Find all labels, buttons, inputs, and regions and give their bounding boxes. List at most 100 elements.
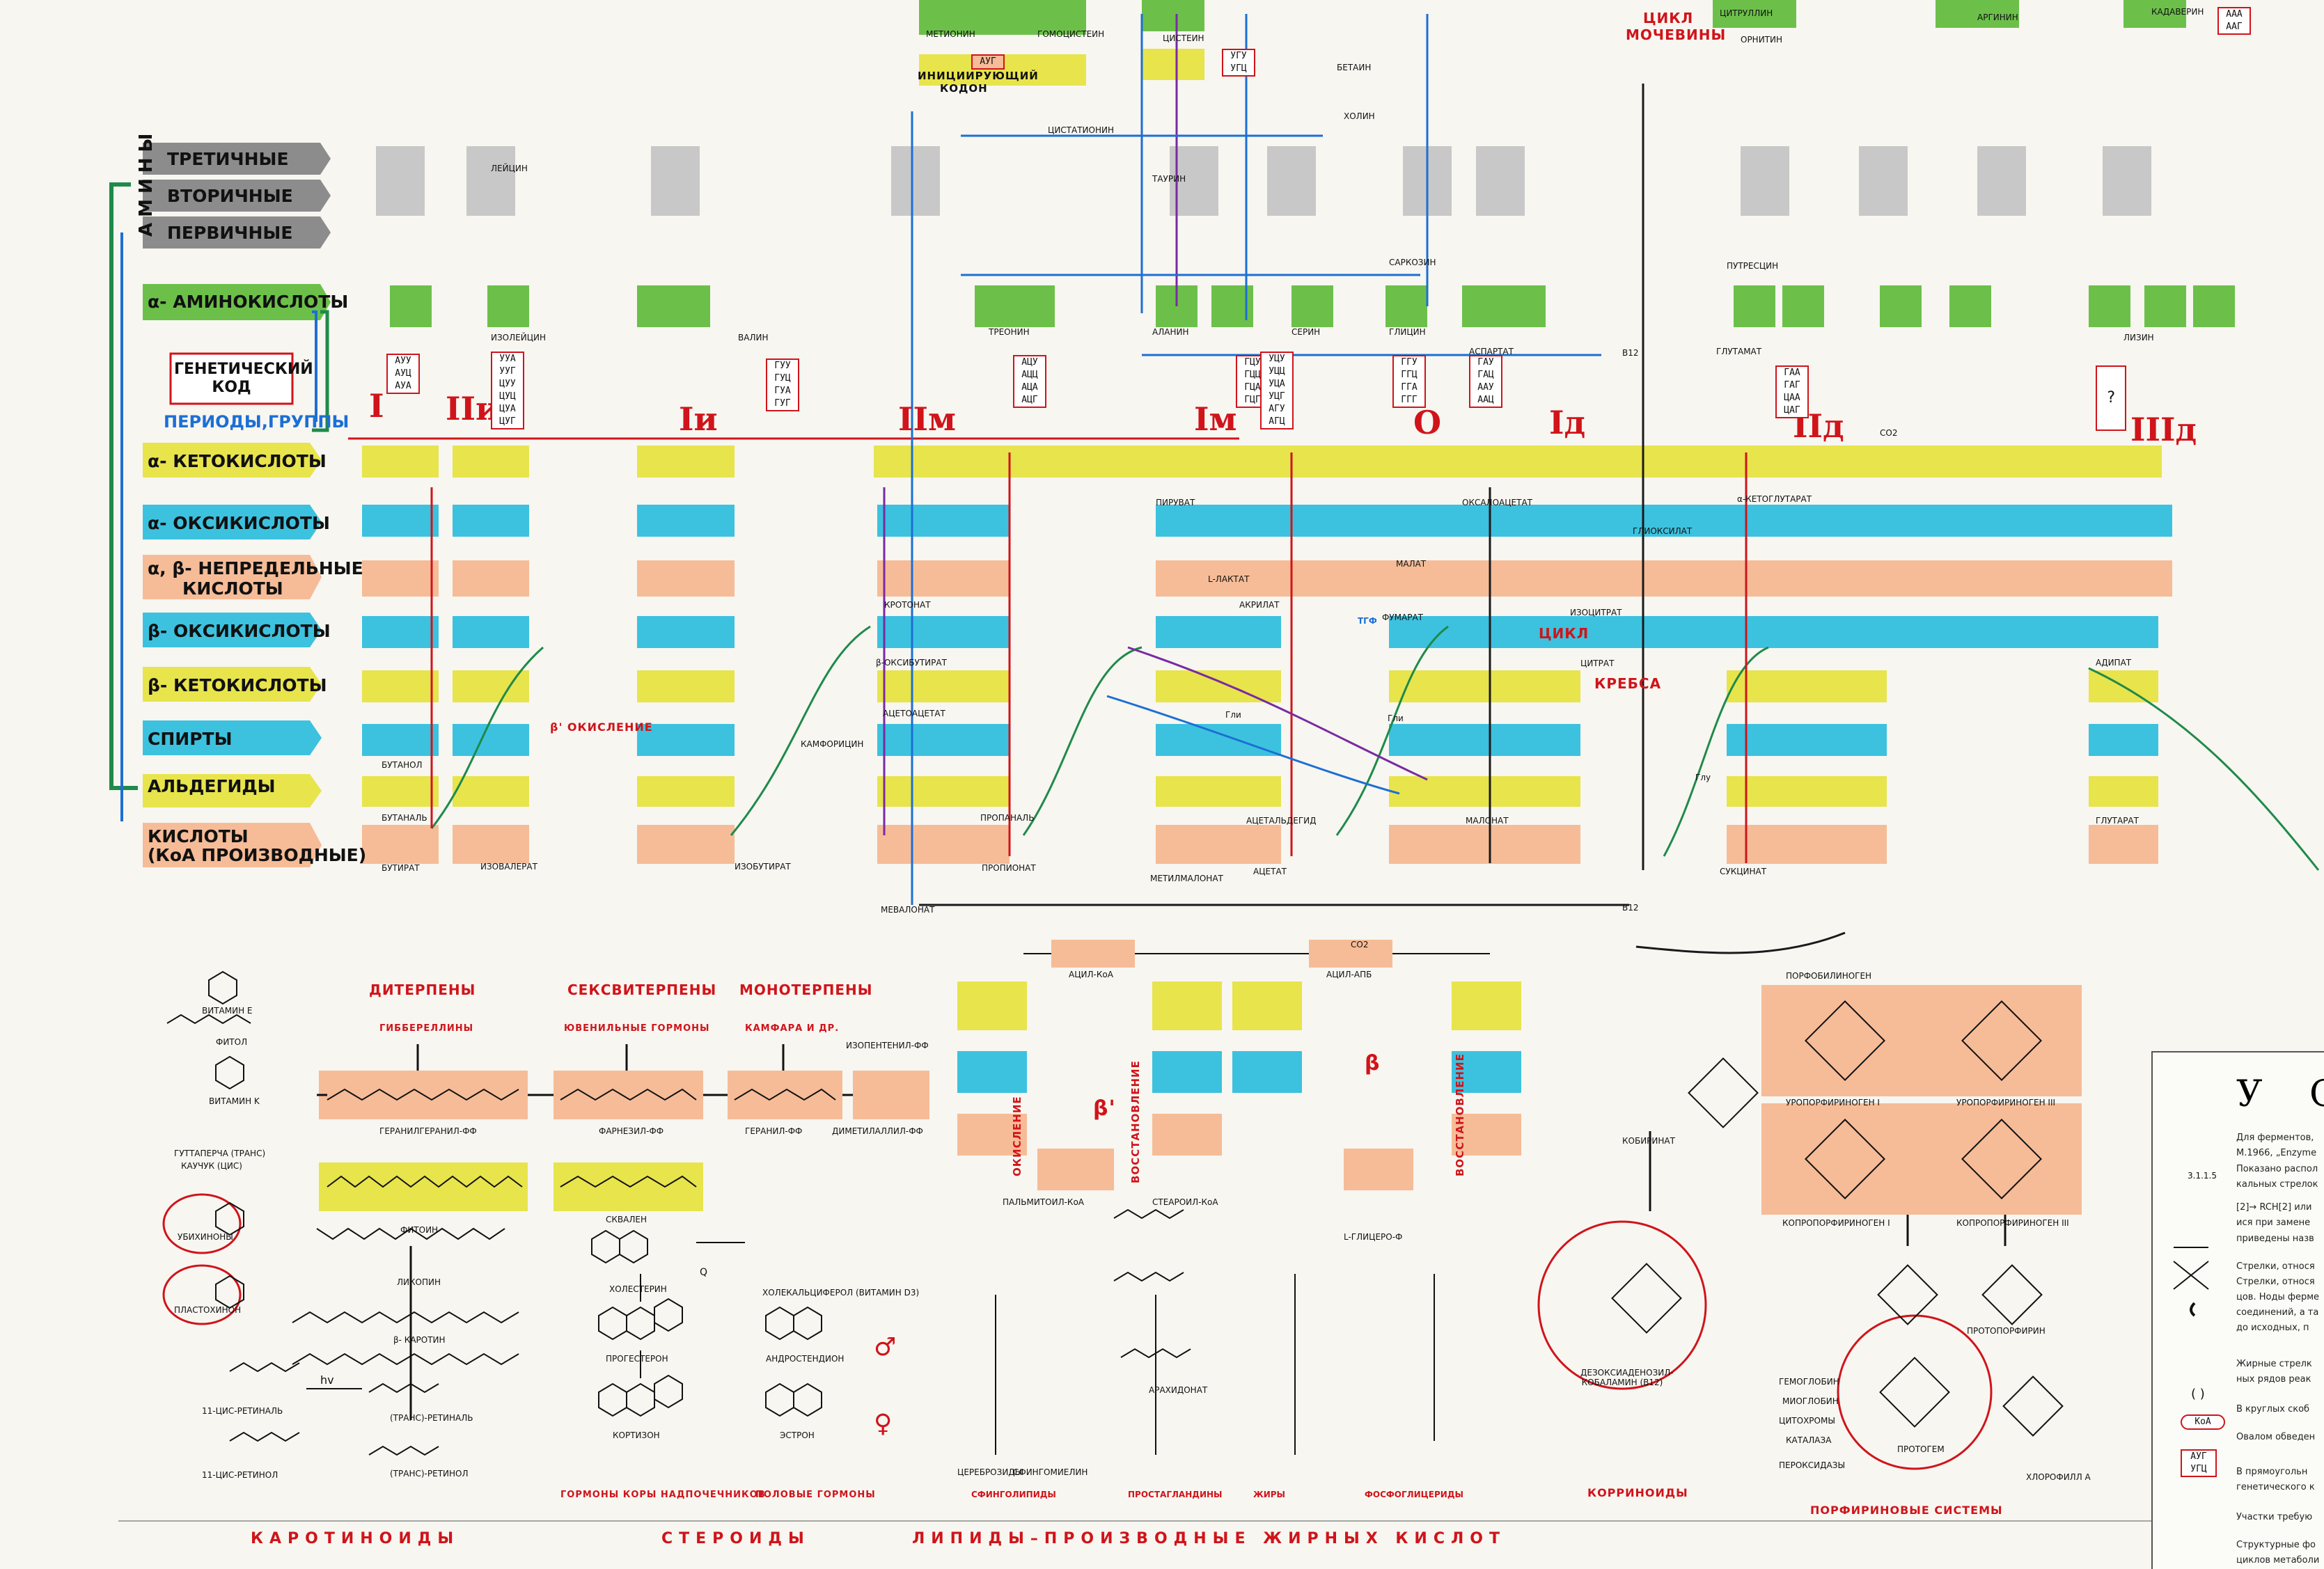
terpene-label: (ТРАНС)-РЕТИНАЛЬ xyxy=(390,1413,473,1423)
compound-label: ГЕМОГЛОБИН xyxy=(1779,1377,1839,1387)
terpene-label: 11-ЦИС-РЕТИНОЛ xyxy=(202,1470,278,1480)
alcohol-band xyxy=(362,724,439,756)
amine-chip xyxy=(1476,146,1525,216)
compound-label: АЦЕТАЛЬДЕГИД xyxy=(1246,816,1317,826)
compound-label: КАДАВЕРИН xyxy=(2151,7,2204,17)
keto-band xyxy=(1142,49,1204,80)
codon-box: ААА ААГ xyxy=(2217,7,2251,35)
compound-label: ХЛОРОФИЛЛ А xyxy=(2026,1472,2091,1482)
co2-label: CO2 xyxy=(1351,940,1369,949)
column-header: IIIд xyxy=(2130,411,2197,448)
terpene-label: ИЗОПЕНТЕНИЛ-ФФ xyxy=(846,1041,929,1050)
label-aldehydes: АЛЬДЕГИДЫ xyxy=(148,776,276,796)
unsat-band xyxy=(1156,560,2172,597)
amine-chip xyxy=(891,146,940,216)
title-adrenal-hormones: ГОРМОНЫ КОРЫ НАДПОЧЕЧНИКОВ xyxy=(560,1490,766,1500)
b-keto-band xyxy=(877,670,1010,702)
compound-label: ПРОПИОНАТ xyxy=(982,863,1036,873)
codon: ГЦУ xyxy=(1244,357,1261,368)
codon: ГАА xyxy=(1784,368,1800,378)
compound-label: ЦИТОХРОМЫ xyxy=(1779,1416,1835,1426)
title-diterpenes: ДИТЕРПЕНЫ xyxy=(369,981,476,998)
codon: ЦУЦ xyxy=(499,391,516,402)
tag-secondary xyxy=(143,180,331,212)
b-oxy-band xyxy=(1462,616,2158,648)
compound-label: АКРИЛАТ xyxy=(1239,600,1280,610)
amino-acid-chip xyxy=(2144,285,2186,327)
compound-label: ТРЕОНИН xyxy=(989,327,1030,337)
title-juvenile-hormones: ЮВЕНИЛЬНЫЕ ГОРМОНЫ xyxy=(564,1023,710,1034)
compound-label: ПОРФОБИЛИНОГЕН xyxy=(1786,971,1872,981)
title-krebs-2: КРЕБСА xyxy=(1594,675,1662,692)
legend-line: цов. Ноды ферме xyxy=(2236,1292,2320,1302)
terpene-label: КАУЧУК (ЦИС) xyxy=(181,1161,242,1171)
compound-label: КАТАЛАЗА xyxy=(1786,1435,1832,1445)
compound-label: КРОТОНАТ xyxy=(884,600,931,610)
lipid-label: СФИНГОЛИПИДЫ xyxy=(971,1490,1056,1499)
codon: ГГУ xyxy=(1401,357,1418,368)
label-unsat-acids-1: α, β- НЕПРЕДЕЛЬНЫЕ xyxy=(148,558,363,578)
legend-line: Показано распол xyxy=(2236,1164,2318,1174)
terpene-label: СКВАЛЕН xyxy=(606,1215,647,1224)
amine-chip xyxy=(1741,146,1789,216)
aldehyde-band xyxy=(1156,776,1281,807)
codon: УЦГ xyxy=(1269,391,1285,402)
lipid-label: ЖИРЫ xyxy=(1253,1490,1285,1499)
terpene-label: ДИМЕТИЛАЛЛИЛ-ФФ xyxy=(832,1126,923,1136)
legend-arrow-diagram xyxy=(2173,1247,2209,1317)
legend-line: Стрелки, относя xyxy=(2236,1277,2315,1287)
female-symbol: ♀ xyxy=(874,1410,893,1438)
terpene-label: УБИХИНОНЫ xyxy=(178,1232,233,1242)
compound-label: БУТИРАТ xyxy=(382,863,420,873)
label-periods-groups: ПЕРИОДЫ,ГРУППЫ xyxy=(164,412,350,432)
oxy-band xyxy=(1156,505,2172,537)
compound-label: ОРНИТИН xyxy=(1741,35,1783,45)
codon: АГУ xyxy=(1269,404,1285,414)
title-sex-hormones: ПОЛОВЫЕ ГОРМОНЫ xyxy=(755,1490,876,1500)
title-reduction: ВОССТАНОВЛЕНИЕ xyxy=(1129,1060,1142,1183)
terpene-label: ГУТТАПЕРЧА (ТРАНС) xyxy=(174,1149,266,1158)
codon: ЦУУ xyxy=(499,379,516,389)
q-label: Q xyxy=(700,1267,708,1278)
legend-line: до исходных, п xyxy=(2236,1323,2309,1333)
b-oxy-band xyxy=(362,616,439,648)
label-oxy-acids: α- ОКСИКИСЛОТЫ xyxy=(148,513,330,533)
tag-unsat-acids xyxy=(143,555,322,599)
codon: ААА xyxy=(2226,9,2243,19)
compound-label: ДЕЗОКСИАДЕНОЗИЛ-КОБАЛАМИН (B12) xyxy=(1580,1368,1674,1387)
codon: УУА xyxy=(499,354,516,364)
compound-label: α-КЕТОГЛУТАРАТ xyxy=(1737,494,1812,504)
codon: ААГ xyxy=(2226,22,2243,32)
initiating-codon-box: АУГ xyxy=(971,54,1005,70)
compound-label: КАМФОРИЦИН xyxy=(801,739,864,749)
title-b-plain: β xyxy=(1365,1051,1381,1075)
b-oxy-band xyxy=(453,616,529,648)
compound-label: ПЕРОКСИДАЗЫ xyxy=(1779,1460,1846,1470)
aldehyde-band xyxy=(637,776,735,807)
terpene-label: ГЕРАНИЛГЕРАНИЛ-ФФ xyxy=(379,1126,477,1136)
porphyrin-panel xyxy=(1611,985,2082,1437)
codon: ГУА xyxy=(774,386,791,396)
alcohol-band xyxy=(1727,724,1887,756)
legend-bracket-note: ( ) xyxy=(2191,1387,2205,1401)
compound-label: АРГИНИН xyxy=(1977,13,2018,22)
compound-label: УРОПОРФИРИНОГЕН I xyxy=(1786,1098,1880,1107)
legend-line: Стрелки, относя xyxy=(2236,1261,2315,1272)
aldehyde-band xyxy=(2089,776,2158,807)
codon: ААЦ xyxy=(1477,395,1494,405)
title-porphyrin-systems: ПОРФИРИНОВЫЕ СИСТЕМЫ xyxy=(1810,1504,2003,1517)
oxy-band xyxy=(362,505,439,537)
label-unsat-acids-2: КИСЛОТЫ xyxy=(182,578,283,599)
terpene-label: ЭСТРОН xyxy=(780,1430,815,1440)
terpene-label: АНДРОСТЕНДИОН xyxy=(766,1354,845,1364)
compound-label: АЛАНИН xyxy=(1152,327,1189,337)
genetic-code-box xyxy=(169,352,294,405)
codon: ГГА xyxy=(1401,382,1418,393)
legend-codon: АУГ xyxy=(2190,1451,2207,1462)
label-acids-2: (КоА ПРОИЗВОДНЫЕ) xyxy=(148,845,367,865)
terpene-label: hv xyxy=(320,1373,334,1387)
compound-bands xyxy=(362,446,2172,864)
